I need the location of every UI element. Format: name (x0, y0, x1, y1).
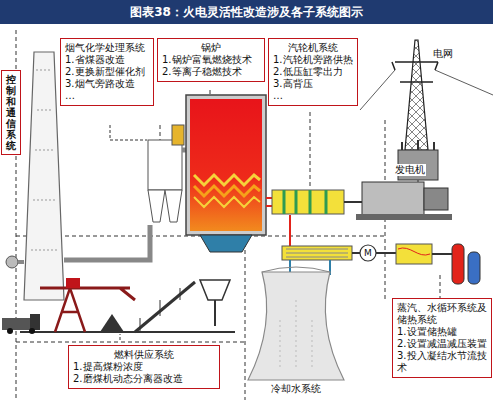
part-label: 发电机 (394, 164, 426, 176)
fan (6, 256, 18, 268)
subsystem-box: 锅炉1.锅炉富氧燃烧技术2.等离子稳燃技术 (157, 38, 265, 82)
boiler (186, 95, 266, 252)
box-item: 1.设置储热罐 (397, 326, 487, 338)
box-item: 1.锅炉富氧燃烧技术 (162, 54, 260, 66)
cooling-tower-rim (262, 267, 330, 272)
box-heading: 控制和通信系统 (6, 74, 16, 151)
title-band (0, 0, 493, 24)
part-label: 冷却水系统 (270, 383, 322, 395)
chimney-rings (31, 70, 57, 250)
box-heading: 烟气化学处理系统 (65, 42, 149, 54)
subsystem-box: 汽轮机系统1.汽轮机旁路供热2.低压缸零出力3.高背压… (268, 38, 358, 106)
box-heading: 锅炉 (162, 42, 260, 54)
precipitator (148, 125, 186, 222)
steam-line (266, 198, 272, 206)
subsystem-box: 燃料供应系统1.提高煤粉浓度2.磨煤机动态分离器改造 (68, 345, 220, 389)
coal-yard (2, 278, 235, 334)
place-label: 电网 (432, 48, 454, 60)
cooling-tower (248, 272, 344, 380)
figure-title: 图表38：火电灵活性改造涉及各子系统图示 (0, 0, 493, 24)
box-item: 2.设置减温减压装置 (397, 338, 487, 350)
box-item: 3.高背压 (273, 78, 353, 90)
box-item: … (65, 90, 149, 102)
system-label-box: 控制和通信系统 (1, 70, 21, 155)
subsystem-box: 蒸汽、水循环系统及储热系统1.设置储热罐2.设置减温减压装置3.投入凝结水节流技… (392, 298, 492, 378)
leader-lines (110, 125, 147, 340)
box-item: 2.更换新型催化剂 (65, 66, 149, 78)
box-heading: 蒸汽、水循环系统及储热系统 (397, 302, 487, 326)
box-item: 2.低压缸零出力 (273, 66, 353, 78)
box-heading: 汽轮机系统 (273, 42, 353, 54)
box-item: 1.汽轮机旁路供热 (273, 54, 353, 66)
box-item: 2.等离子稳燃技术 (162, 66, 260, 78)
box-item: 3.投入凝结水节流技术 (397, 350, 487, 374)
box-item: 1.省煤器改造 (65, 54, 149, 66)
box-item: 3.烟气旁路改造 (65, 78, 149, 90)
turbine (272, 190, 362, 214)
fan-duct (18, 260, 24, 264)
box-item: … (273, 90, 353, 102)
box-heading: 燃料供应系统 (73, 349, 215, 361)
box-item: 2.磨煤机动态分离器改造 (73, 373, 215, 385)
generator (356, 182, 452, 220)
cooling-tower-shade (280, 300, 312, 370)
box-item: 1.提高煤粉浓度 (73, 361, 215, 373)
chimney (24, 52, 64, 300)
motor-symbol-label: M (363, 248, 373, 259)
steam-line (289, 215, 291, 248)
subsystem-box: 烟气化学处理系统1.省煤器改造2.更换新型催化剂3.烟气旁路改造… (60, 38, 154, 106)
flue-duct (64, 225, 150, 260)
transmission-tower (360, 40, 493, 182)
